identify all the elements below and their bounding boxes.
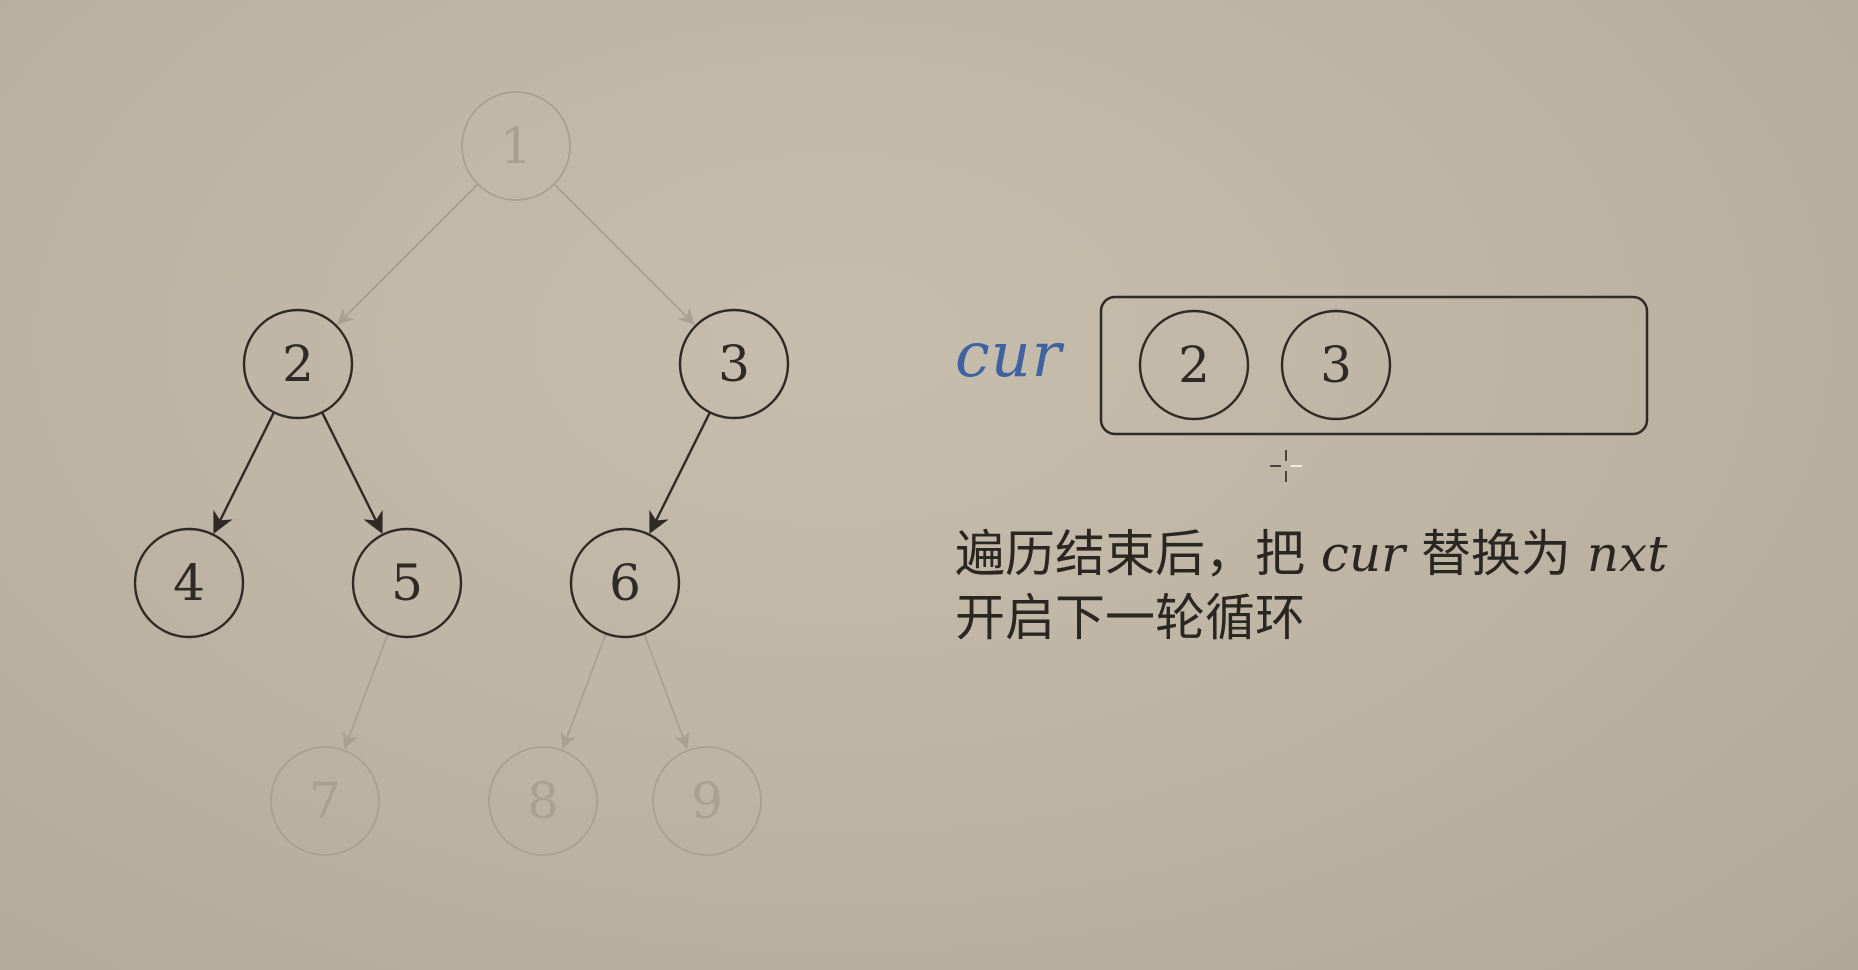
tree-node-6: 6 <box>569 527 681 639</box>
tree-nodes: 1 2 3 4 5 6 7 8 9 <box>133 91 790 856</box>
tree-node-circle <box>488 746 598 856</box>
cur-item-circle <box>1138 309 1250 421</box>
cur-item-3: 3 <box>1280 309 1392 421</box>
tree-node-label: 7 <box>309 772 341 830</box>
tree-node-2: 2 <box>242 308 354 420</box>
tree-node-circle <box>133 527 245 639</box>
tree-node-label: 4 <box>173 554 205 612</box>
edge-n6-n9 <box>643 633 690 750</box>
tree-node-label: 5 <box>391 554 423 612</box>
caption-line-1: 遍历结束后，把 cur 替换为 nxt <box>955 522 1667 586</box>
edge-n3-n6 <box>649 411 712 534</box>
tree-node-5: 5 <box>351 527 463 639</box>
cur-item-2: 2 <box>1138 309 1250 421</box>
tree-node-label: 3 <box>718 335 750 393</box>
tree-node-4: 4 <box>133 527 245 639</box>
tree-node-label: 6 <box>609 554 641 612</box>
edge-n6-n8 <box>560 633 607 750</box>
caption-text: 遍历结束后，把 cur 替换为 nxt 开启下一轮循环 <box>955 522 1667 650</box>
tree-node-circle <box>569 527 681 639</box>
tree-node-8: 8 <box>488 746 598 856</box>
cur-queue-box <box>1099 295 1649 436</box>
tree-node-circle <box>270 746 380 856</box>
caption-var-cur: cur <box>1320 525 1406 583</box>
caption-prefix: 遍历结束后，把 <box>955 525 1321 583</box>
tree-node-circle <box>461 91 571 201</box>
tree-node-label: 8 <box>527 772 559 830</box>
edge-n1-n2 <box>337 183 479 325</box>
tree-node-circle <box>351 527 463 639</box>
edge-n2-n5 <box>320 411 383 534</box>
edge-n1-n3 <box>553 183 695 325</box>
tree-edges <box>213 183 712 750</box>
cur-label: cur <box>955 318 1063 391</box>
cur-item-circle <box>1280 309 1392 421</box>
caption-mid: 替换为 <box>1405 525 1587 583</box>
caption-var-nxt: nxt <box>1586 525 1668 583</box>
edge-n5-n7 <box>342 633 389 750</box>
tree-node-circle <box>242 308 354 420</box>
cur-item-label: 2 <box>1178 336 1210 394</box>
tree-node-1: 1 <box>461 91 571 201</box>
tree-node-7: 7 <box>270 746 380 856</box>
tree-node-circle <box>678 308 790 420</box>
tree-node-3: 3 <box>678 308 790 420</box>
tree-node-9: 9 <box>652 746 762 856</box>
tree-node-label: 9 <box>691 772 723 830</box>
cur-item-label: 3 <box>1320 336 1352 394</box>
edge-n2-n4 <box>213 411 276 534</box>
crosshair-cursor-icon <box>1270 450 1302 482</box>
tree-node-label: 2 <box>282 335 314 393</box>
tree-node-circle <box>652 746 762 856</box>
caption-line-2: 开启下一轮循环 <box>955 589 1305 647</box>
tree-node-label: 1 <box>500 117 532 175</box>
